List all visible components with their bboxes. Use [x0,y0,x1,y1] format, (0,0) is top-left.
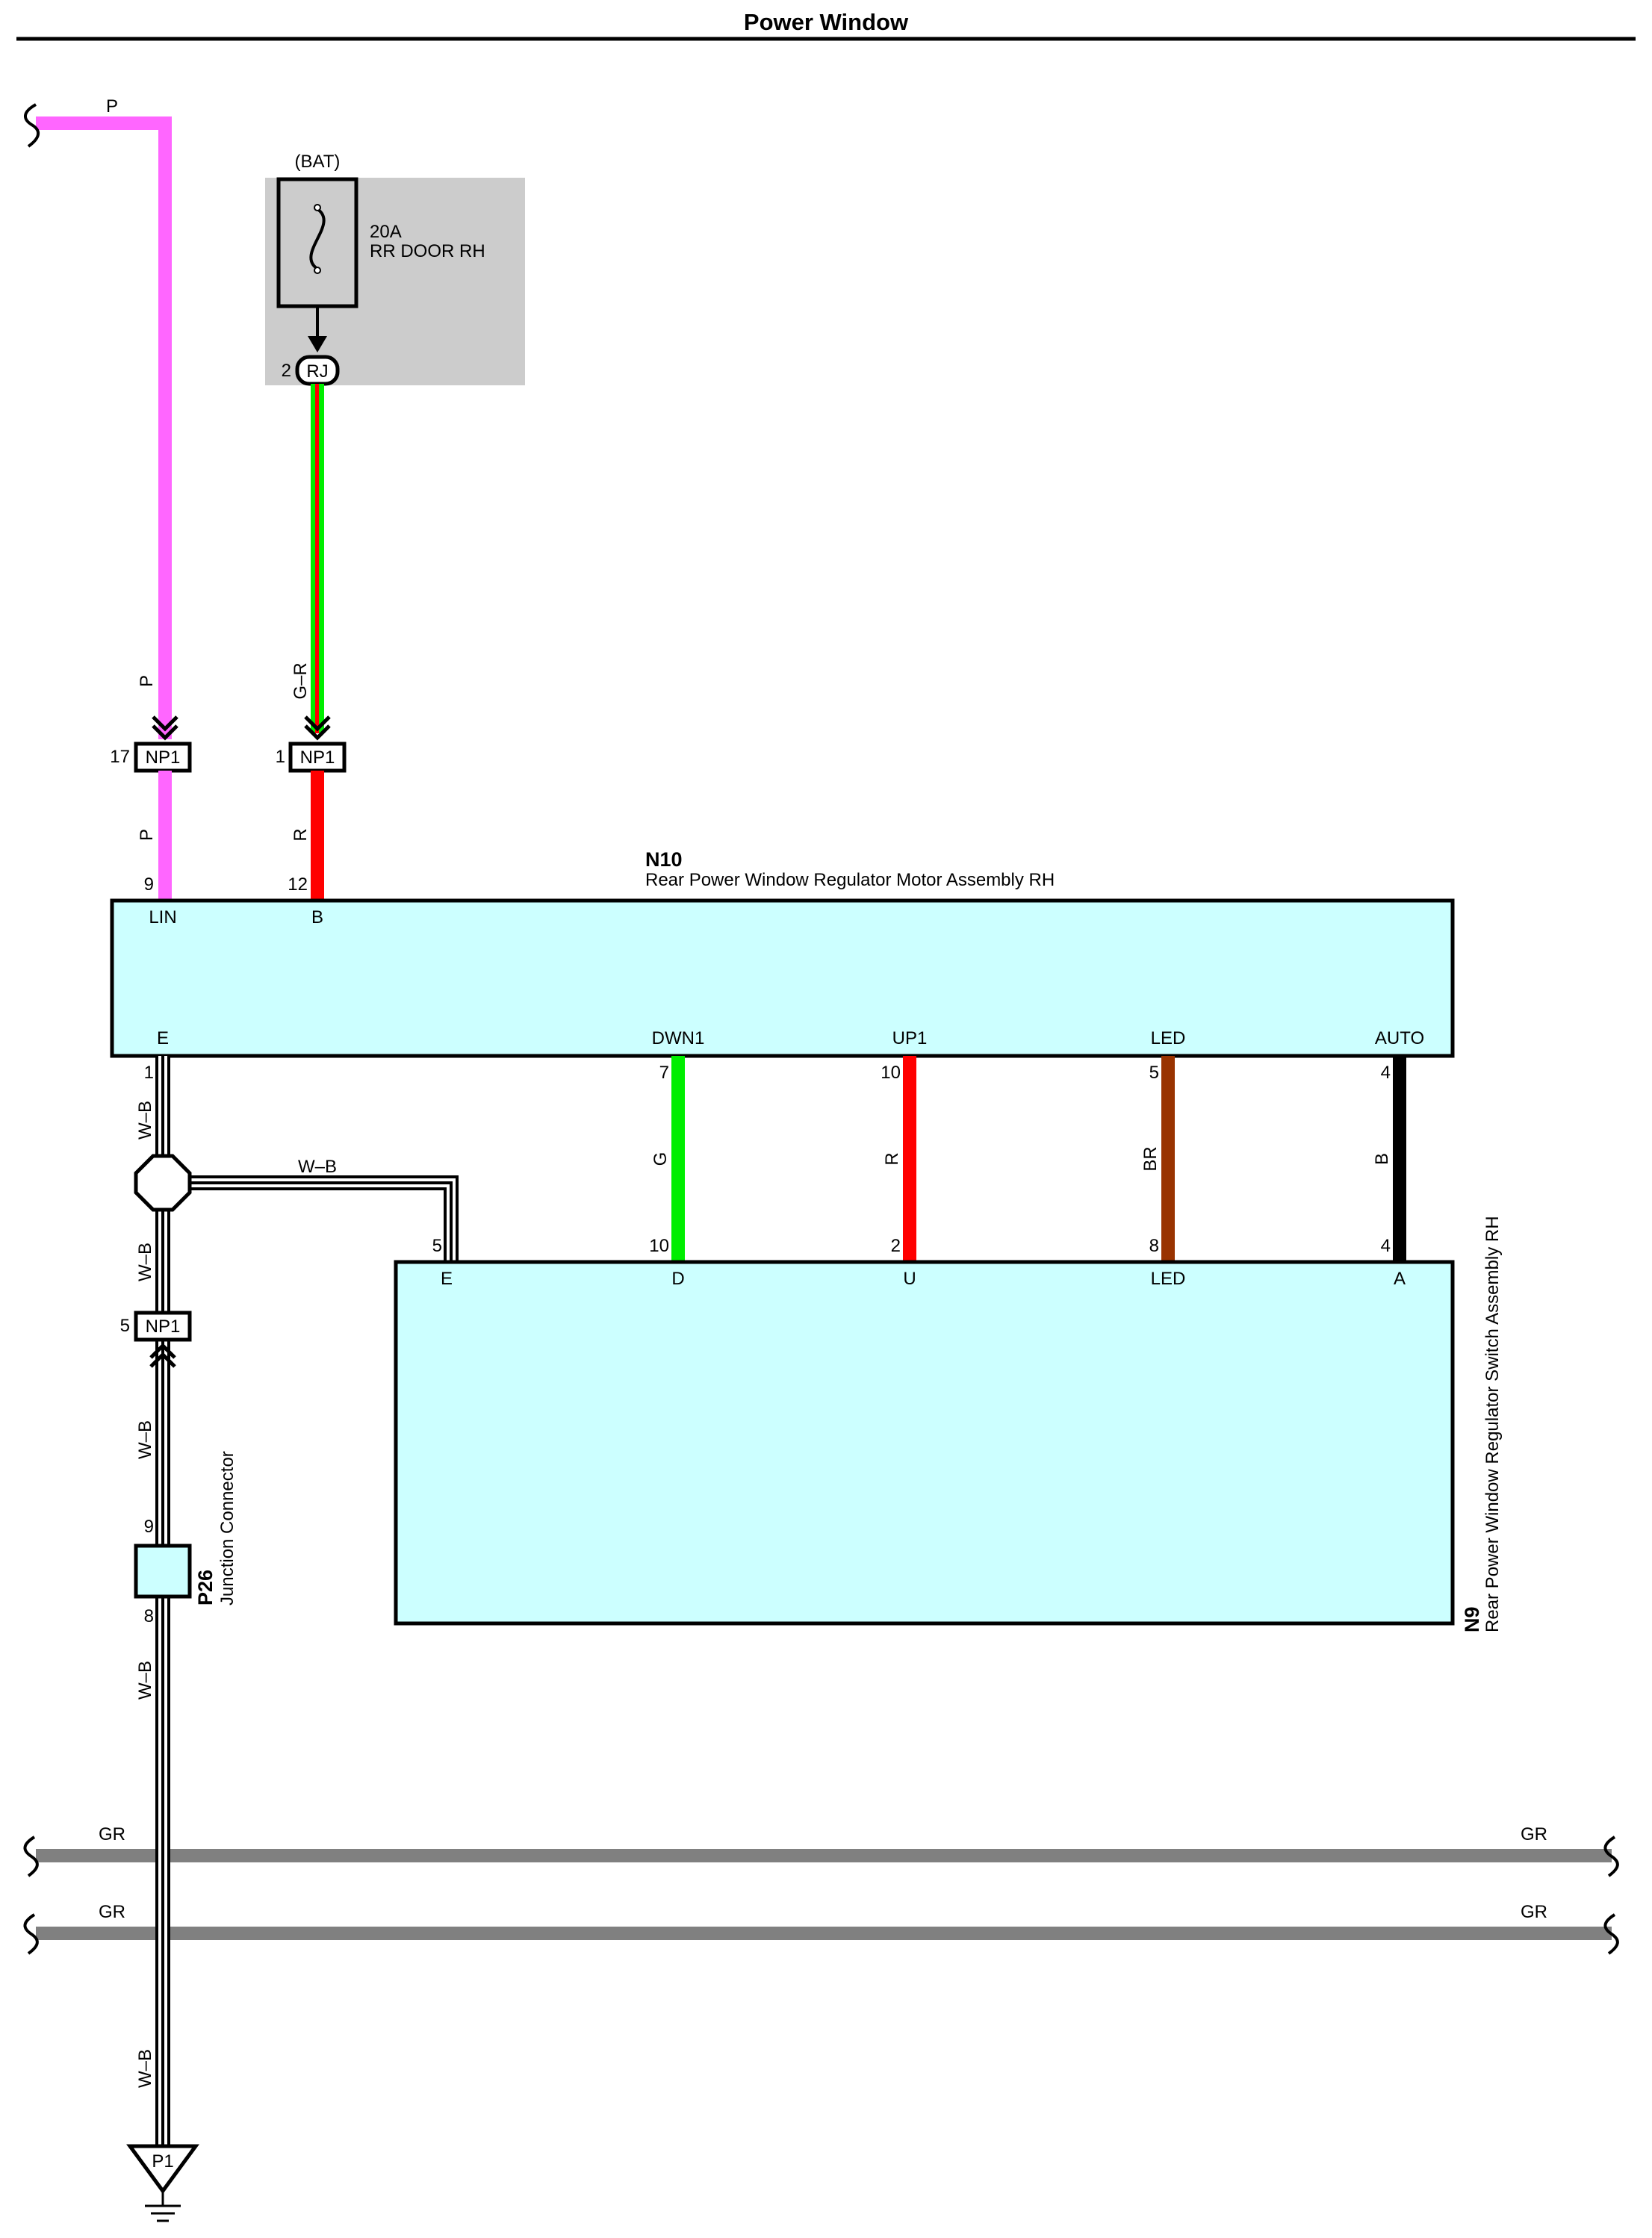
wire-label-gr1-right: GR [1521,1824,1547,1844]
wire-label-gr2-right: GR [1521,1902,1547,1922]
break-mark-gr1-right-icon [1603,1836,1619,1877]
fuse-terminal-bottom [314,267,321,274]
break-mark-gr1-left-icon [23,1836,39,1877]
motor-pin-led-label: LED [1151,1028,1186,1048]
wire-label-gr1-left: GR [99,1824,125,1844]
ground-icon [145,2191,181,2222]
wire-label-br: BR [1140,1146,1161,1171]
wire-label-r: R [882,1152,902,1165]
switch-pin-led-label: LED [1151,1269,1186,1289]
fuse-element-icon [309,208,326,270]
break-mark-gr2-left-icon [23,1913,39,1955]
np1-a-connector-label: NP1 [146,747,181,768]
wire-label-p-low: P [137,829,157,841]
wire-label-gr2-left: GR [99,1902,125,1922]
wire-w-b-cross [155,1844,170,1945]
np1-a-pin-number: 17 [110,747,130,767]
ground-point-p1 [126,2144,199,2195]
switch-pin-e-number: 5 [432,1236,442,1256]
break-mark-gr2-right-icon [1603,1913,1619,1955]
wire-g [671,1056,685,1261]
wire-gr-2 [36,1927,1612,1940]
page-title: Power Window [744,9,909,35]
p26-code: P26 [194,1570,217,1606]
motor-pin-lin-label: LIN [149,907,176,927]
switch-pin-e-label: E [441,1269,453,1289]
ground-point-label: P1 [152,2151,173,2172]
fuse-rating: 20A [370,222,402,242]
wire-p-lower [158,771,172,902]
wire-br [1161,1056,1175,1261]
wire-gr-1 [36,1849,1612,1862]
np1-c-connector-label: NP1 [146,1317,181,1337]
np1-a-connector [134,742,192,773]
rj-connector-label: RJ [306,361,328,382]
fuse-output-arrow-icon [308,336,327,352]
wire-label-g: G [650,1152,671,1166]
motor-pin-e-number: 1 [144,1063,154,1083]
wire-r [903,1056,916,1261]
np1-b-pin-number: 1 [276,747,285,767]
motor-assembly-box [110,898,1455,1058]
wire-g-r-red-stripe [315,384,319,733]
wire-label-p-mid: P [137,675,157,687]
wire-label-p-top: P [106,96,118,116]
motor-pin-led-number: 5 [1149,1063,1159,1083]
motor-code: N10 [645,848,683,871]
motor-pin-e-label: E [157,1028,169,1048]
motor-pin-up1-label: UP1 [892,1028,928,1048]
motor-pin-dwn1-label: DWN1 [652,1028,705,1048]
motor-pin-up1-number: 10 [881,1063,901,1083]
switch-name: Rear Power Window Regulator Switch Assem… [1482,1216,1503,1632]
wire-label-w-b-5: W–B [135,2049,155,2088]
wire-w-b-main [155,1056,170,2148]
switch-pin-u-number: 2 [891,1236,901,1256]
motor-pin-dwn1-number: 7 [659,1063,669,1083]
chevron-down-icon [152,715,178,741]
np1-b-connector-label: NP1 [300,747,335,768]
fuse-box-shading [265,178,525,385]
switch-pin-d-label: D [671,1269,684,1289]
wire-r-lower [311,771,324,902]
wire-p-top [36,116,172,739]
switch-pin-u-label: U [903,1269,916,1289]
switch-pin-a-label: A [1394,1269,1406,1289]
fuse-terminal-top [314,204,321,211]
wire-label-g-r: G–R [291,662,311,699]
motor-pin-auto-label: AUTO [1375,1028,1424,1048]
wire-label-w-b-4: W–B [135,1661,155,1700]
p26-pin-bottom: 8 [144,1606,154,1626]
wire-w-b-branch [181,1175,459,1262]
fuse-name: RR DOOR RH [370,241,485,261]
wire-label-b: B [1372,1153,1392,1165]
motor-pin-auto-number: 4 [1381,1063,1391,1083]
chevron-up-icon [149,1343,176,1368]
switch-pin-a-number: 4 [1381,1236,1391,1256]
switch-pin-led-number: 8 [1149,1236,1159,1256]
chevron-down-icon [304,715,331,741]
break-mark-p-icon [24,103,40,148]
rj-pin-number: 2 [282,361,291,381]
splice-junction [134,1154,192,1212]
switch-code: N9 [1461,1606,1483,1632]
fuse-source-label: (BAT) [295,152,341,172]
wire-label-r-short: R [291,828,311,841]
np1-c-pin-number: 5 [120,1316,130,1336]
p26-name: Junction Connector [217,1451,237,1606]
switch-pin-d-number: 10 [649,1236,669,1256]
motor-pin-b-label: B [311,907,323,927]
motor-pin-b-number: 12 [288,874,308,895]
wire-b [1393,1056,1406,1261]
switch-assembly-box [394,1260,1455,1626]
p26-pin-top: 9 [144,1517,154,1537]
wire-label-w-b-1: W–B [135,1101,155,1140]
motor-pin-lin-number: 9 [144,874,154,895]
wire-label-w-b-3: W–B [135,1420,155,1459]
motor-name: Rear Power Window Regulator Motor Assemb… [645,870,1055,890]
wire-label-w-b-branch: W–B [298,1157,337,1177]
np1-c-connector [134,1311,192,1342]
p26-junction-connector [134,1544,192,1599]
wire-label-w-b-2: W–B [135,1243,155,1281]
